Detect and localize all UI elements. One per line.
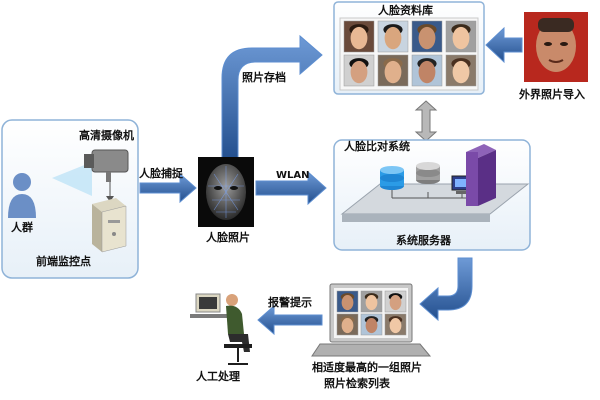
results-laptop-icon (311, 283, 432, 357)
db-server-gray-icon (416, 162, 440, 184)
camera-line (106, 182, 114, 202)
face-database-title: 人脸资料库 (378, 4, 433, 17)
face-capture-label: 人脸捕捉 (139, 167, 183, 180)
rack-server-icon (466, 144, 496, 206)
crowd-label: 人群 (11, 221, 33, 234)
wlan-label: WLAN (276, 170, 310, 181)
db-server-blue-icon (380, 166, 404, 190)
external-import-label: 外界照片导入 (519, 88, 585, 101)
db-face-portrait (343, 20, 375, 53)
alarm-label: 报警提示 (268, 296, 312, 309)
arrow-photo-to-wlan (255, 170, 327, 206)
result-face-portrait (336, 313, 359, 336)
hd-camera-label: 高清摄像机 (79, 129, 134, 142)
frontend-point-label: 前端监控点 (36, 255, 91, 268)
database-face-grid (343, 20, 477, 87)
external-photo (524, 12, 588, 82)
arrow-server-to-results (419, 257, 473, 322)
operator-icon (190, 293, 252, 365)
db-face-portrait (411, 54, 443, 87)
db-face-portrait (445, 20, 477, 53)
camera-icon (52, 149, 129, 196)
arrow-capture-to-photo (139, 172, 197, 204)
result-face-grid (336, 290, 407, 336)
result-face-portrait (336, 290, 359, 313)
face-photo-label: 人脸照片 (206, 231, 250, 244)
db-face-portrait (411, 20, 443, 53)
result-face-portrait (360, 290, 383, 313)
crowd-person-icon (8, 173, 36, 218)
system-server-label: 系统服务器 (396, 234, 451, 247)
result-face-portrait (360, 313, 383, 336)
result-label-line2: 照片检索列表 (324, 377, 390, 390)
db-face-portrait (343, 54, 375, 87)
db-face-portrait (445, 54, 477, 87)
arrow-db-server-bidirectional (414, 100, 438, 142)
face-database-panel (333, 1, 485, 95)
manual-label: 人工处理 (196, 370, 240, 383)
db-face-portrait (377, 54, 409, 87)
frontend-server-icon (92, 198, 127, 253)
compare-system-label: 人脸比对系统 (344, 140, 410, 153)
photo-archive-label: 照片存档 (242, 71, 286, 84)
db-face-portrait (377, 20, 409, 53)
arrow-results-to-manual (257, 304, 323, 336)
arrow-external-to-db (485, 26, 523, 64)
arrow-photo-to-archive (221, 34, 323, 161)
result-label-line1: 相适度最高的一组照片 (312, 361, 422, 374)
face-photo-image (198, 157, 254, 227)
result-face-portrait (384, 313, 407, 336)
result-face-portrait (384, 290, 407, 313)
